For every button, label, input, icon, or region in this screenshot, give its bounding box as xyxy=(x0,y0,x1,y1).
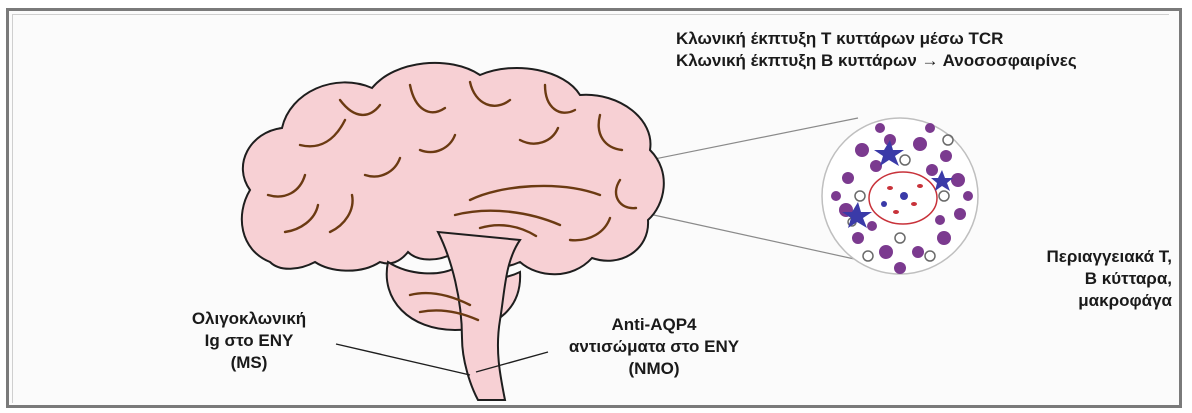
oligoclonal-line-3: (MS) xyxy=(138,352,360,374)
clonal-expansion-b-cells: Κλωνική έκπτυξη Β κυττάρων → Ανοσοσφαιρί… xyxy=(676,50,1077,72)
anti-aqp4-label: Anti-AQP4 αντισώματα στο ΕΝΥ (NMO) xyxy=(526,314,782,380)
oligoclonal-line-2: Ig στο ΕΝΥ xyxy=(138,330,360,352)
clonal-expansion-label: Κλωνική έκπτυξη Τ κυττάρων μέσω TCR Κλων… xyxy=(676,28,1077,72)
clonal-expansion-t-cells: Κλωνική έκπτυξη Τ κυττάρων μέσω TCR xyxy=(676,28,1077,50)
aqp4-line-1: Anti-AQP4 xyxy=(526,314,782,336)
perivascular-line-3: μακροφάγα xyxy=(962,290,1172,312)
aqp4-line-2: αντισώματα στο ΕΝΥ xyxy=(526,336,782,358)
oligoclonal-line-1: Ολιγοκλωνική xyxy=(138,308,360,330)
aqp4-line-3: (NMO) xyxy=(526,358,782,380)
perivascular-line-1: Περιαγγειακά Τ, xyxy=(962,246,1172,268)
perivascular-line-2: Β κύτταρα, xyxy=(962,268,1172,290)
perivascular-cells-label: Περιαγγειακά Τ, Β κύτταρα, μακροφάγα xyxy=(962,246,1172,312)
oligoclonal-ig-label: Ολιγοκλωνική Ig στο ΕΝΥ (MS) xyxy=(138,308,360,374)
